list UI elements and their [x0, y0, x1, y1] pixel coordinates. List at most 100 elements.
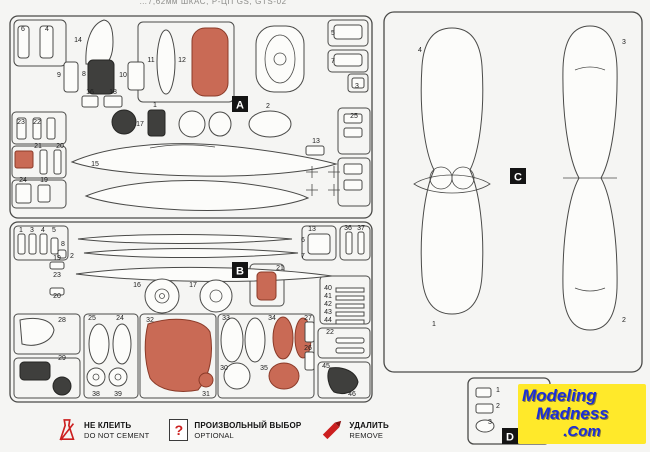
- part-number-A-7: 7: [331, 58, 335, 65]
- part-number-B-35: 35: [260, 365, 268, 372]
- part-number-C-1: 1: [432, 321, 436, 328]
- part-number-B-21: 21: [276, 265, 284, 272]
- part-number-B-41: 41: [324, 293, 332, 300]
- part-number-B-32: 32: [146, 317, 154, 324]
- sheet-caption: …7,62мм ШКАС, Р-ЦП GS, GTS-02: [139, 0, 287, 6]
- svg-text:A: A: [236, 100, 244, 112]
- part-number-B-6: 6: [301, 237, 305, 244]
- sprue-b-box: [9, 221, 373, 403]
- part-number-A-5: 5: [331, 30, 335, 37]
- part-number-B-17: 17: [189, 282, 197, 289]
- part-number-A-15: 15: [91, 161, 99, 168]
- part-number-B-2: 2: [70, 253, 74, 260]
- part-number-A-3: 3: [355, 83, 359, 90]
- question-glyph: ?: [174, 422, 184, 438]
- logo-line-2: Madness: [536, 404, 609, 423]
- part-number-D-2: 2: [496, 403, 500, 410]
- part-number-A-9: 9: [57, 72, 61, 79]
- part-number-B-43: 43: [324, 309, 332, 316]
- watermark-logo: Modeling Madness .Com: [518, 384, 646, 444]
- svg-text:C: C: [514, 172, 522, 184]
- sprue-label-A: A: [232, 96, 248, 112]
- sprue-a-box: [9, 15, 373, 219]
- sprue-label-C: C: [510, 168, 526, 184]
- sprue-b-parts: [17, 231, 365, 396]
- part-number-B-39: 39: [114, 391, 122, 398]
- svg-text:B: B: [236, 266, 244, 278]
- part-number-B-37: 37: [357, 225, 365, 232]
- sprue-label-B: B: [232, 262, 248, 278]
- part-number-B-25: 25: [88, 315, 96, 322]
- legend-remove-en: REMOVE: [349, 430, 384, 440]
- part-number-B-13: 13: [308, 226, 316, 233]
- sprue-d-parts: [475, 387, 495, 433]
- part-number-B-23: 23: [53, 272, 61, 279]
- part-number-B-5: 5: [52, 227, 56, 234]
- part-number-A-10: 10: [119, 72, 127, 79]
- part-number-B-16: 16: [133, 282, 141, 289]
- part-number-D-1: 1: [496, 387, 500, 394]
- part-number-A-12: 12: [178, 57, 186, 64]
- part-number-C-2: 2: [622, 317, 626, 324]
- part-number-D-3: 3: [488, 419, 492, 426]
- part-number-B-27: 27: [304, 315, 312, 322]
- logo-line-1: Modeling: [522, 386, 597, 405]
- sprue-a-parts: [14, 19, 365, 211]
- legend-optional-en: OPTIONAL: [194, 430, 234, 440]
- part-number-B-3: 3: [30, 227, 34, 234]
- part-number-A-17: 17: [136, 121, 144, 128]
- part-number-B-30: 30: [220, 365, 228, 372]
- part-number-B-7: 7: [301, 253, 305, 260]
- part-number-B-24: 24: [116, 315, 124, 322]
- part-number-B-31: 31: [202, 391, 210, 398]
- part-number-B-46: 46: [348, 391, 356, 398]
- part-number-A-2: 2: [266, 103, 270, 110]
- part-number-B-29: 29: [58, 355, 66, 362]
- part-number-B-28: 28: [58, 317, 66, 324]
- part-number-A-11: 11: [147, 57, 154, 64]
- part-number-C-3: 3: [622, 39, 626, 46]
- part-number-A-19: 19: [40, 177, 48, 184]
- part-number-A-8: 8: [82, 71, 86, 78]
- no-cement-icon: [59, 419, 75, 441]
- part-number-B-26: 26: [304, 345, 312, 352]
- legend-item-optional: ? ПРОИЗВОЛЬНЫЙ ВЫБОР OPTIONAL: [169, 419, 301, 441]
- legend-item-no-cement: НЕ КЛЕИТЬ DO NOT CEMENT: [56, 418, 149, 442]
- part-number-B-33: 33: [222, 315, 230, 322]
- sprue-c-parts: [413, 25, 618, 331]
- part-number-B-20: 20: [53, 293, 61, 300]
- sprue-label-D: D: [502, 428, 518, 444]
- part-number-A-25: 25: [350, 113, 358, 120]
- part-number-B-1: 1: [19, 227, 23, 234]
- part-number-B-34: 34: [268, 315, 276, 322]
- legend-no-cement-en: DO NOT CEMENT: [84, 430, 150, 440]
- part-number-A-16: 16: [86, 89, 94, 96]
- part-number-A-13: 13: [312, 138, 320, 145]
- part-number-B-40: 40: [324, 285, 332, 292]
- legend: НЕ КЛЕИТЬ DO NOT CEMENT ? ПРОИЗВОЛЬНЫЙ В…: [56, 418, 389, 442]
- svg-text:D: D: [506, 432, 514, 444]
- legend-item-remove: УДАЛИТЬ REMOVE: [321, 419, 389, 441]
- legend-optional-ru: ПРОИЗВОЛЬНЫЙ ВЫБОР: [194, 420, 302, 430]
- part-number-A-14: 14: [74, 37, 82, 44]
- part-number-B-36: 36: [344, 225, 352, 232]
- part-number-A-23: 23: [17, 119, 25, 126]
- part-number-A-1: 1: [153, 102, 157, 109]
- part-number-A-21: 21: [34, 143, 42, 150]
- part-number-A-6: 6: [21, 26, 25, 33]
- part-number-A-24: 24: [19, 177, 27, 184]
- logo-line-3: .Com: [563, 423, 601, 440]
- part-number-B-45: 45: [322, 363, 330, 370]
- question-icon: ?: [169, 419, 189, 441]
- part-number-B-4: 4: [41, 227, 45, 234]
- part-number-C-4: 4: [418, 47, 422, 54]
- part-number-A-4: 4: [45, 26, 49, 33]
- part-number-B-42: 42: [324, 301, 332, 308]
- part-number-A-18: 18: [109, 89, 117, 96]
- remove-icon: [323, 420, 342, 440]
- part-number-B-22: 22: [326, 329, 334, 336]
- part-number-A-22: 22: [33, 119, 41, 126]
